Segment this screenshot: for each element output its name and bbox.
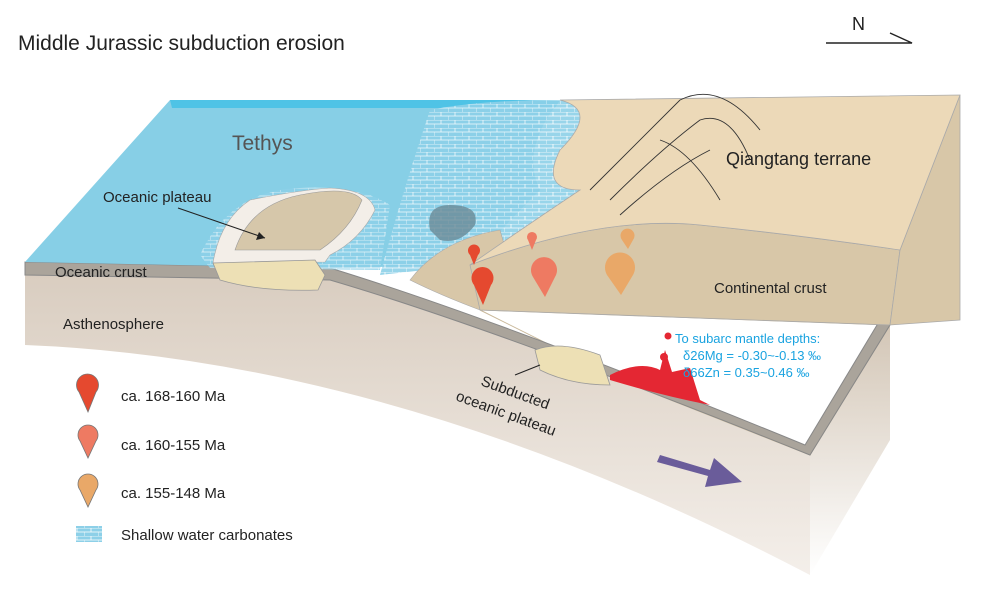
label-oceanic-crust: Oceanic crust	[55, 264, 148, 281]
legend-label-2: ca. 160-155 Ma	[121, 437, 226, 454]
annotation-line-3: δ66Zn = 0.35~0.46 ‰	[683, 365, 810, 380]
plate-motion-arrow	[657, 455, 742, 487]
label-continental-crust: Continental crust	[714, 280, 827, 297]
asthenosphere-block	[25, 275, 810, 575]
plateau-root	[212, 259, 326, 291]
annotation-line-2: δ26Mg = -0.30~-0.13 ‰	[683, 348, 821, 363]
label-tethys: Tethys	[232, 132, 293, 155]
subducted-plateau	[534, 345, 611, 386]
mountain-ridges	[589, 93, 761, 216]
magma-drop-icon	[77, 473, 99, 508]
north-label: N	[852, 14, 865, 34]
legend: ca. 168-160 Ma ca. 160-155 Ma ca. 155-14…	[76, 373, 293, 544]
block-right-side	[810, 325, 890, 575]
melt-zone	[610, 350, 710, 405]
qiangtang-terrane	[469, 94, 961, 266]
plutons	[468, 228, 635, 305]
annotation-line-1: To subarc mantle depths:	[675, 331, 820, 346]
label-oceanic-plateau: Oceanic plateau	[103, 189, 211, 206]
isotope-annotation: To subarc mantle depths: δ26Mg = -0.30~-…	[675, 331, 821, 380]
diagram-title: Middle Jurassic subduction erosion	[18, 32, 345, 55]
legend-label-3: ca. 155-148 Ma	[121, 485, 226, 502]
legend-label-4: Shallow water carbonates	[121, 527, 293, 544]
carbonate-brick-icon	[76, 526, 102, 542]
magma-drop-icon	[76, 373, 99, 414]
legend-label-1: ca. 168-160 Ma	[121, 388, 226, 405]
carbonate-platform	[380, 100, 580, 275]
label-qiangtang-terrane: Qiangtang terrane	[726, 149, 871, 169]
label-asthenosphere: Asthenosphere	[63, 316, 164, 333]
magma-drop-icon	[77, 424, 99, 459]
north-arrow: N	[826, 14, 913, 44]
